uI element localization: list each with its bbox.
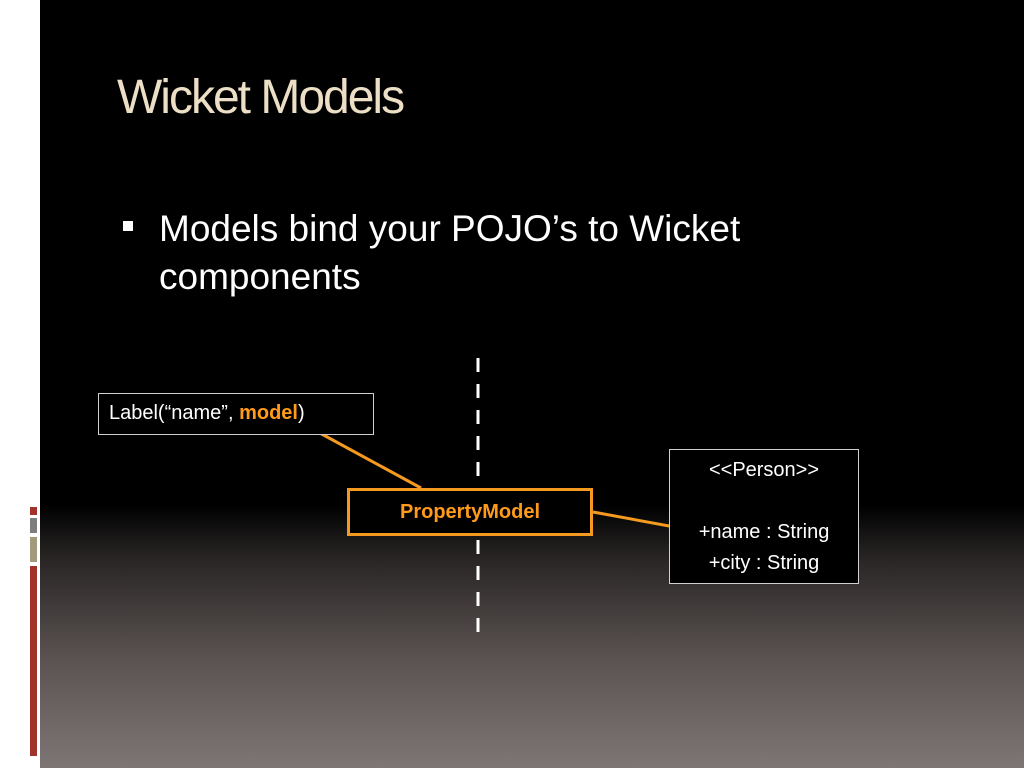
decorative-bar-red	[30, 507, 37, 515]
decorative-bars	[21, 0, 37, 768]
slide-title: Wicket Models	[117, 71, 405, 124]
person-class-box: <<Person>> +name : String +city : String	[669, 449, 859, 584]
person-spacer	[670, 486, 858, 517]
label-prefix: Label(“name”,	[109, 402, 240, 424]
person-field-city: +city : String	[708, 552, 820, 574]
label-component-box: Label(“name”, model)	[98, 393, 374, 435]
square-bullet-icon	[123, 221, 133, 231]
person-stereotype: <<Person>>	[708, 459, 820, 481]
label-suffix: )	[297, 402, 305, 424]
left-decorative-strip	[0, 0, 40, 768]
decorative-bar-gray	[30, 518, 37, 533]
decorative-bar-tan	[30, 537, 37, 562]
decorative-bar-red-long	[30, 566, 37, 756]
person-field-name: +name : String	[698, 521, 830, 543]
connector-propertymodel-to-person	[592, 510, 681, 530]
property-model-box: PropertyModel	[347, 488, 593, 536]
label-model-highlight: model	[239, 402, 298, 424]
bullet-text: Models bind your POJO’s to Wicket compon…	[159, 208, 741, 297]
connector-label-to-propertymodel	[317, 430, 422, 490]
